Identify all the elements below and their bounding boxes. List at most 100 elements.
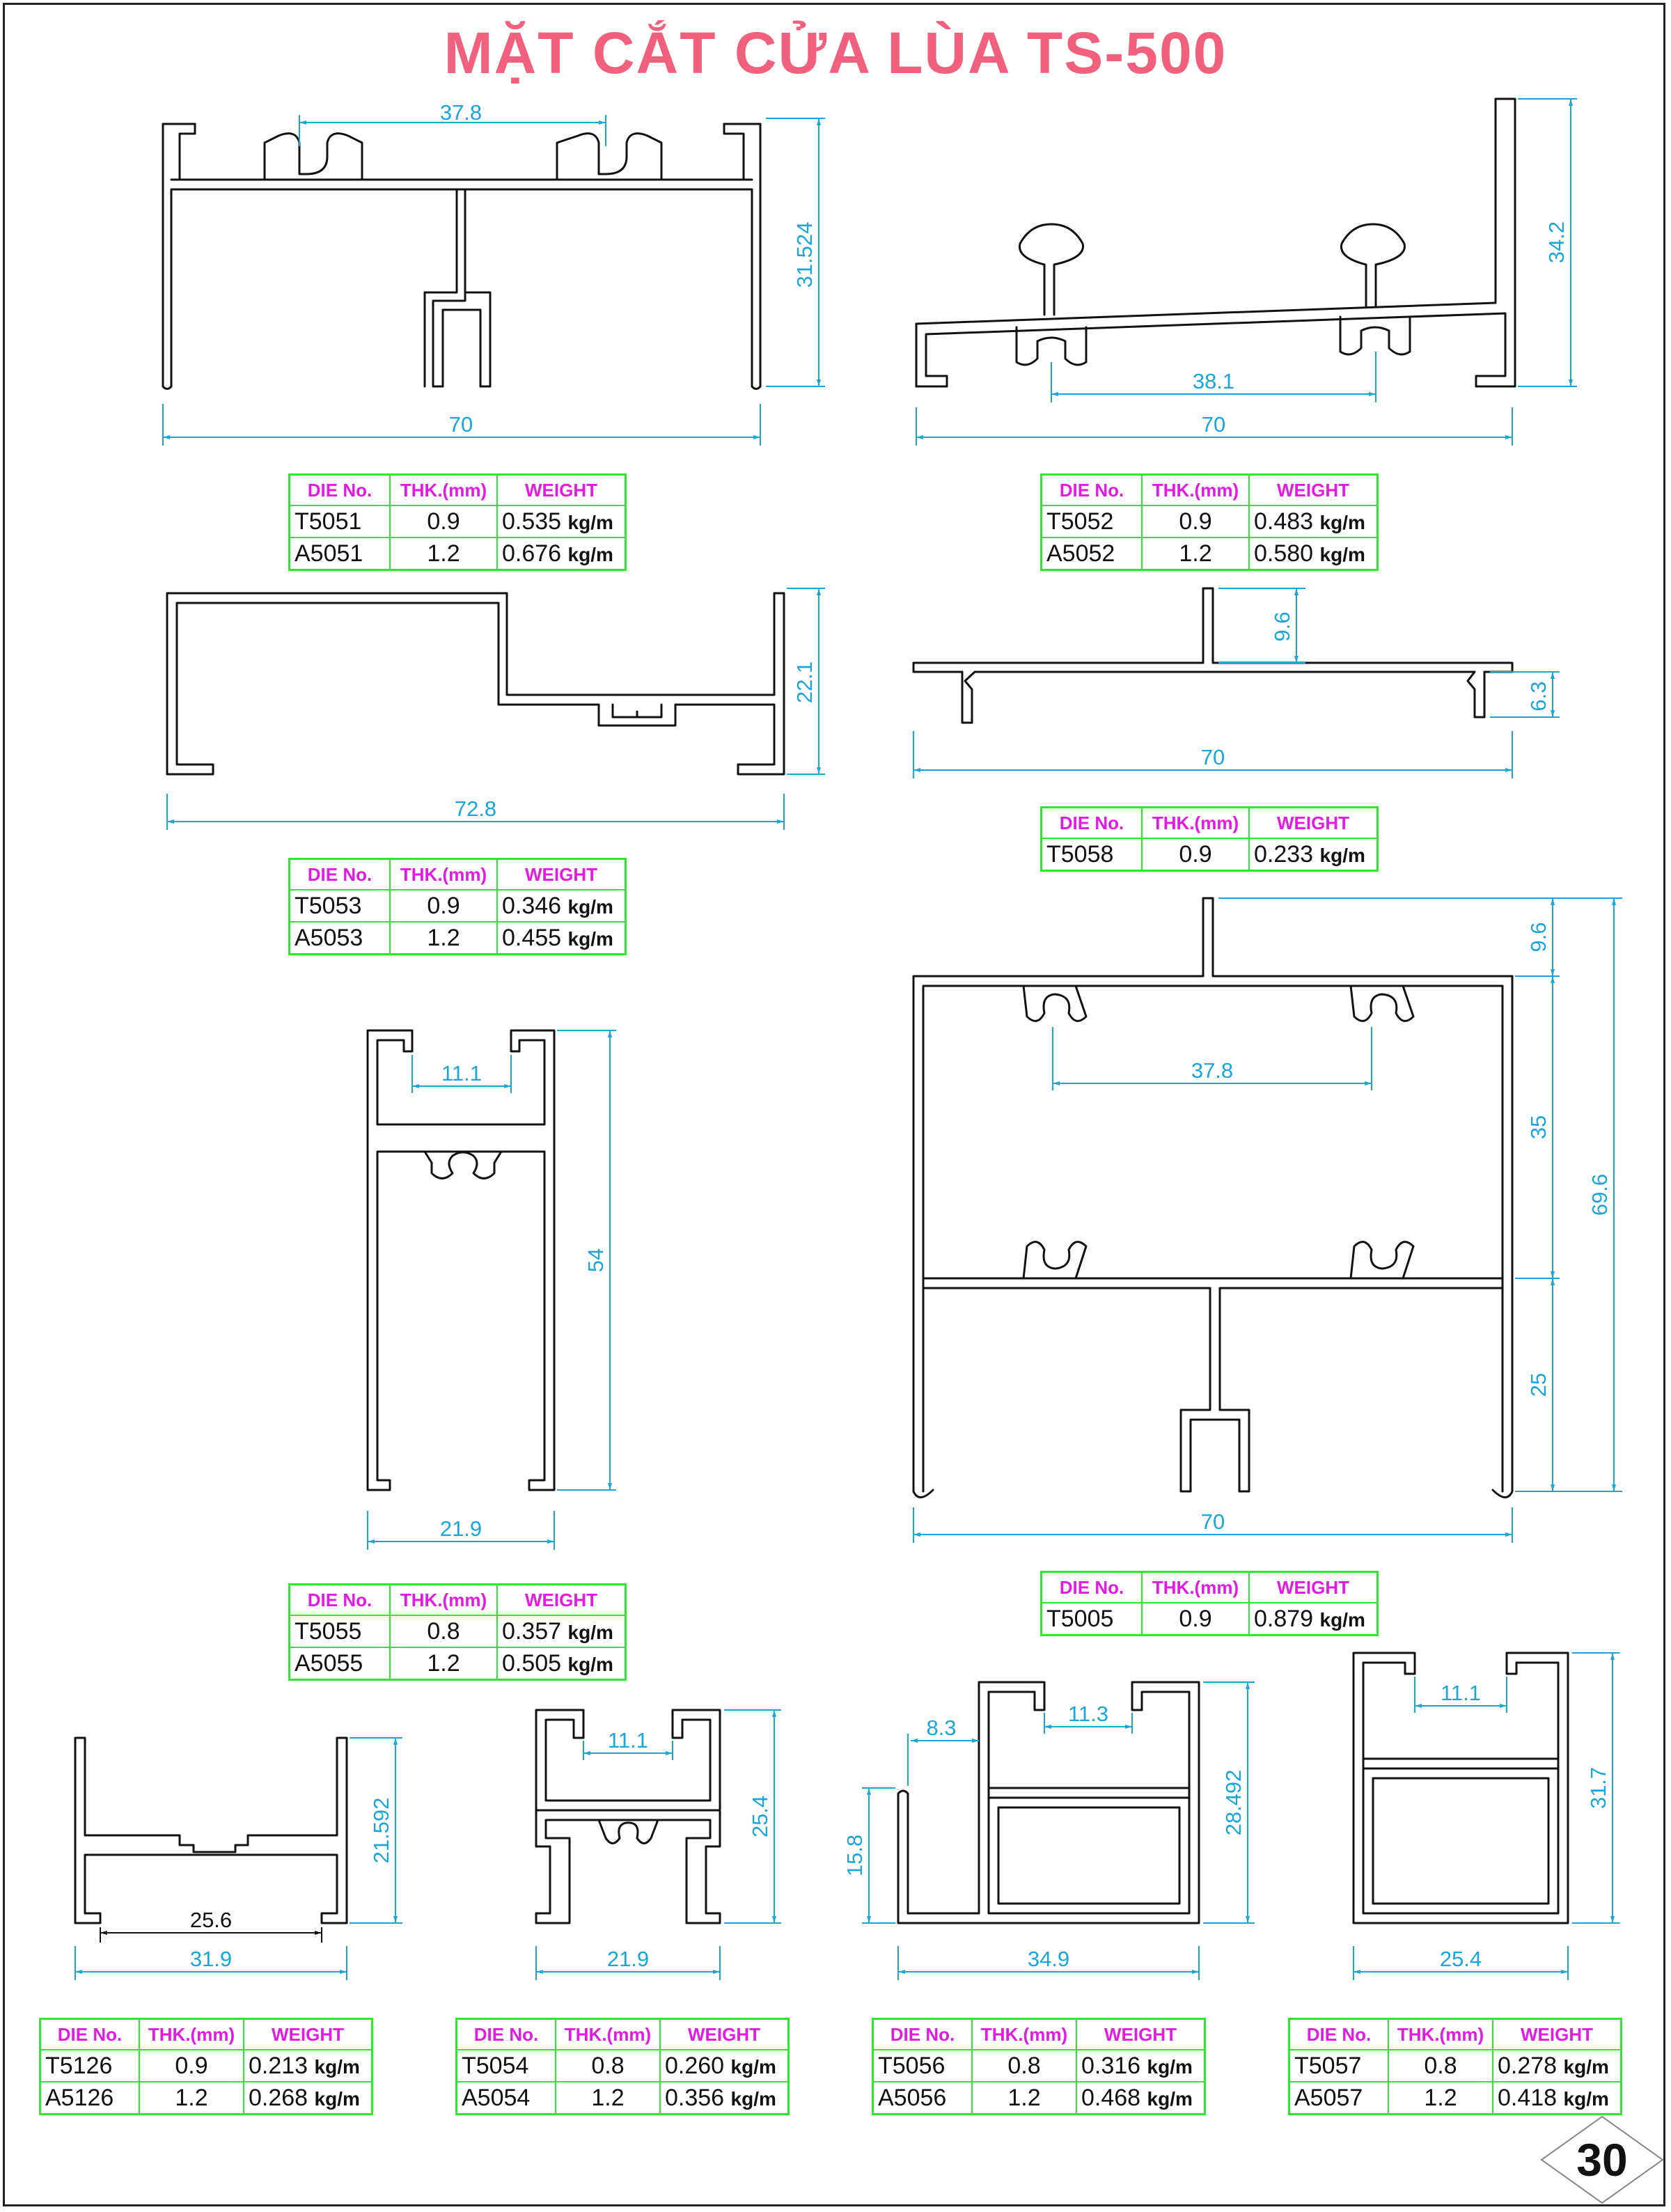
die-no: T5126	[39, 2049, 140, 2082]
weight-value: 0.455	[502, 924, 562, 951]
profile-5058-outline	[912, 587, 1514, 724]
profile-5055-outline	[366, 1029, 556, 1491]
weight-unit: kg/m	[567, 895, 613, 918]
thickness: 1.2	[389, 1647, 498, 1681]
weight-unit: kg/m	[1319, 1608, 1365, 1631]
weight-cell: 0.357 kg/m	[496, 1615, 627, 1648]
dim-label: 37.8	[440, 100, 482, 125]
dim-label: 9.6	[1526, 922, 1551, 952]
profile-5051: 37.8 31.524 70	[162, 100, 825, 446]
dim-label: 37.8	[1191, 1058, 1233, 1083]
dim-label: 21.9	[440, 1516, 482, 1541]
weight-cell: 0.356 kg/m	[659, 2081, 790, 2115]
profile-5057: 11.1 31.7 25.4	[1352, 1652, 1619, 1980]
die-no: T5057	[1288, 2049, 1389, 2082]
dim-label: 70	[1201, 745, 1225, 769]
dim-label: 70	[449, 412, 473, 437]
die-no: T5051	[288, 505, 391, 538]
weight-value: 0.418	[1498, 2084, 1558, 2111]
dim-label: 8.3	[926, 1716, 956, 1740]
th-die: DIE No.	[455, 2018, 556, 2050]
thickness: 0.8	[1388, 2049, 1493, 2082]
dim-label: 69.6	[1587, 1174, 1612, 1216]
thickness: 1.2	[971, 2081, 1077, 2115]
thickness: 0.9	[389, 505, 498, 538]
weight-value: 0.268	[249, 2084, 308, 2111]
thickness: 0.8	[555, 2049, 661, 2082]
weight-value: 0.535	[502, 508, 562, 535]
weight-unit: kg/m	[1319, 844, 1365, 866]
weight-cell: 0.233 kg/m	[1248, 838, 1379, 872]
weight-unit: kg/m	[1563, 2087, 1609, 2110]
weight-unit: kg/m	[1319, 543, 1365, 565]
dim-label: 72.8	[455, 797, 496, 821]
th-thk: THK.(mm)	[1388, 2018, 1493, 2050]
dim-label: 11.3	[1068, 1702, 1108, 1726]
profile-5005: 37.8 9.6 35 69.6 25 70	[912, 897, 1622, 1543]
thickness: 1.2	[1388, 2081, 1493, 2115]
dim-label: 38.1	[1193, 369, 1234, 393]
thickness: 0.9	[139, 2049, 244, 2082]
dim-label: 25	[1526, 1373, 1551, 1397]
th-thk: THK.(mm)	[971, 2018, 1077, 2050]
page-title: MẶT CẮT CỬA LÙA TS-500	[444, 20, 1227, 86]
dim-label: 70	[1202, 412, 1225, 437]
profile-5057-inner	[1362, 1757, 1560, 1905]
dim-label: 31.7	[1586, 1767, 1610, 1809]
weight-cell: 0.213 kg/m	[243, 2049, 373, 2082]
weight-value: 0.278	[1498, 2052, 1558, 2079]
die-no: T5056	[872, 2049, 973, 2082]
die-no: A5052	[1040, 537, 1143, 571]
page-frame	[3, 3, 1665, 2206]
thickness: 0.9	[1141, 1602, 1250, 1636]
th-weight: WEIGHT	[1076, 2018, 1206, 2050]
th-thk: THK.(mm)	[1141, 806, 1250, 839]
dim-label: 6.3	[1526, 681, 1551, 711]
dim-label: 34.2	[1544, 221, 1569, 263]
profile-5055: 11.1 54 21.9	[366, 1029, 616, 1550]
weight-unit: kg/m	[567, 1653, 613, 1675]
th-die: DIE No.	[1040, 1571, 1143, 1603]
dim-label: 21.592	[369, 1798, 393, 1864]
profile-5005-slots	[1022, 985, 1415, 1280]
profile-5052-outline	[915, 97, 1516, 388]
thickness: 1.2	[1141, 537, 1250, 571]
th-weight: WEIGHT	[243, 2018, 373, 2050]
weight-cell: 0.483 kg/m	[1248, 505, 1379, 538]
weight-unit: kg/m	[314, 2087, 360, 2110]
die-no: T5058	[1040, 838, 1143, 872]
profile-5005-outline	[912, 897, 1514, 1493]
die-no: A5126	[39, 2081, 140, 2115]
die-no: A5055	[288, 1647, 391, 1681]
weight-cell: 0.535 kg/m	[496, 505, 627, 538]
weight-value: 0.316	[1081, 2052, 1141, 2079]
profile-5053-outline	[166, 592, 785, 776]
profile-5056-inner	[987, 1787, 1191, 1905]
th-thk: THK.(mm)	[1141, 1571, 1250, 1603]
dim-label: 11.1	[608, 1728, 648, 1752]
profile-5052-slots	[1015, 315, 1411, 366]
dim-label: 31.9	[190, 1947, 232, 1971]
thickness: 1.2	[555, 2081, 661, 2115]
weight-cell: 0.316 kg/m	[1076, 2049, 1206, 2082]
page-number: 30	[1576, 2134, 1628, 2186]
weight-value: 0.356	[665, 2084, 725, 2111]
